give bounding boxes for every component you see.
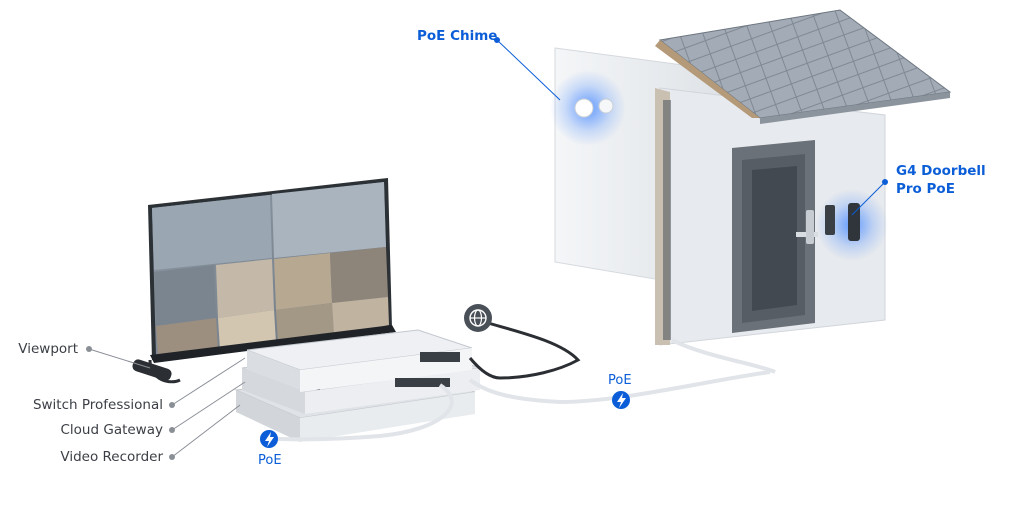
label-switch-professional: Switch Professional [32, 397, 163, 413]
leader-lines [86, 37, 888, 460]
device-stack [132, 318, 771, 442]
label-g4-doorbell-line2: Pro PoE [896, 181, 955, 197]
label-g4-doorbell: G4 Doorbell Pro PoE [896, 162, 986, 198]
label-poe-chime: PoE Chime [417, 28, 498, 44]
lightning-bolt-icon [612, 391, 630, 409]
globe-icon [464, 304, 492, 332]
label-g4-doorbell-line1: G4 Doorbell [896, 163, 986, 179]
label-viewport: Viewport [18, 341, 78, 357]
label-cloud-gateway: Cloud Gateway [60, 422, 164, 438]
viewport-monitor [148, 178, 396, 363]
label-poe-left: PoE [258, 453, 282, 468]
house [550, 9, 952, 374]
lightning-bolt-icon [260, 430, 278, 448]
label-poe-right: PoE [608, 373, 632, 388]
label-video-recorder: Video Recorder [60, 449, 163, 465]
